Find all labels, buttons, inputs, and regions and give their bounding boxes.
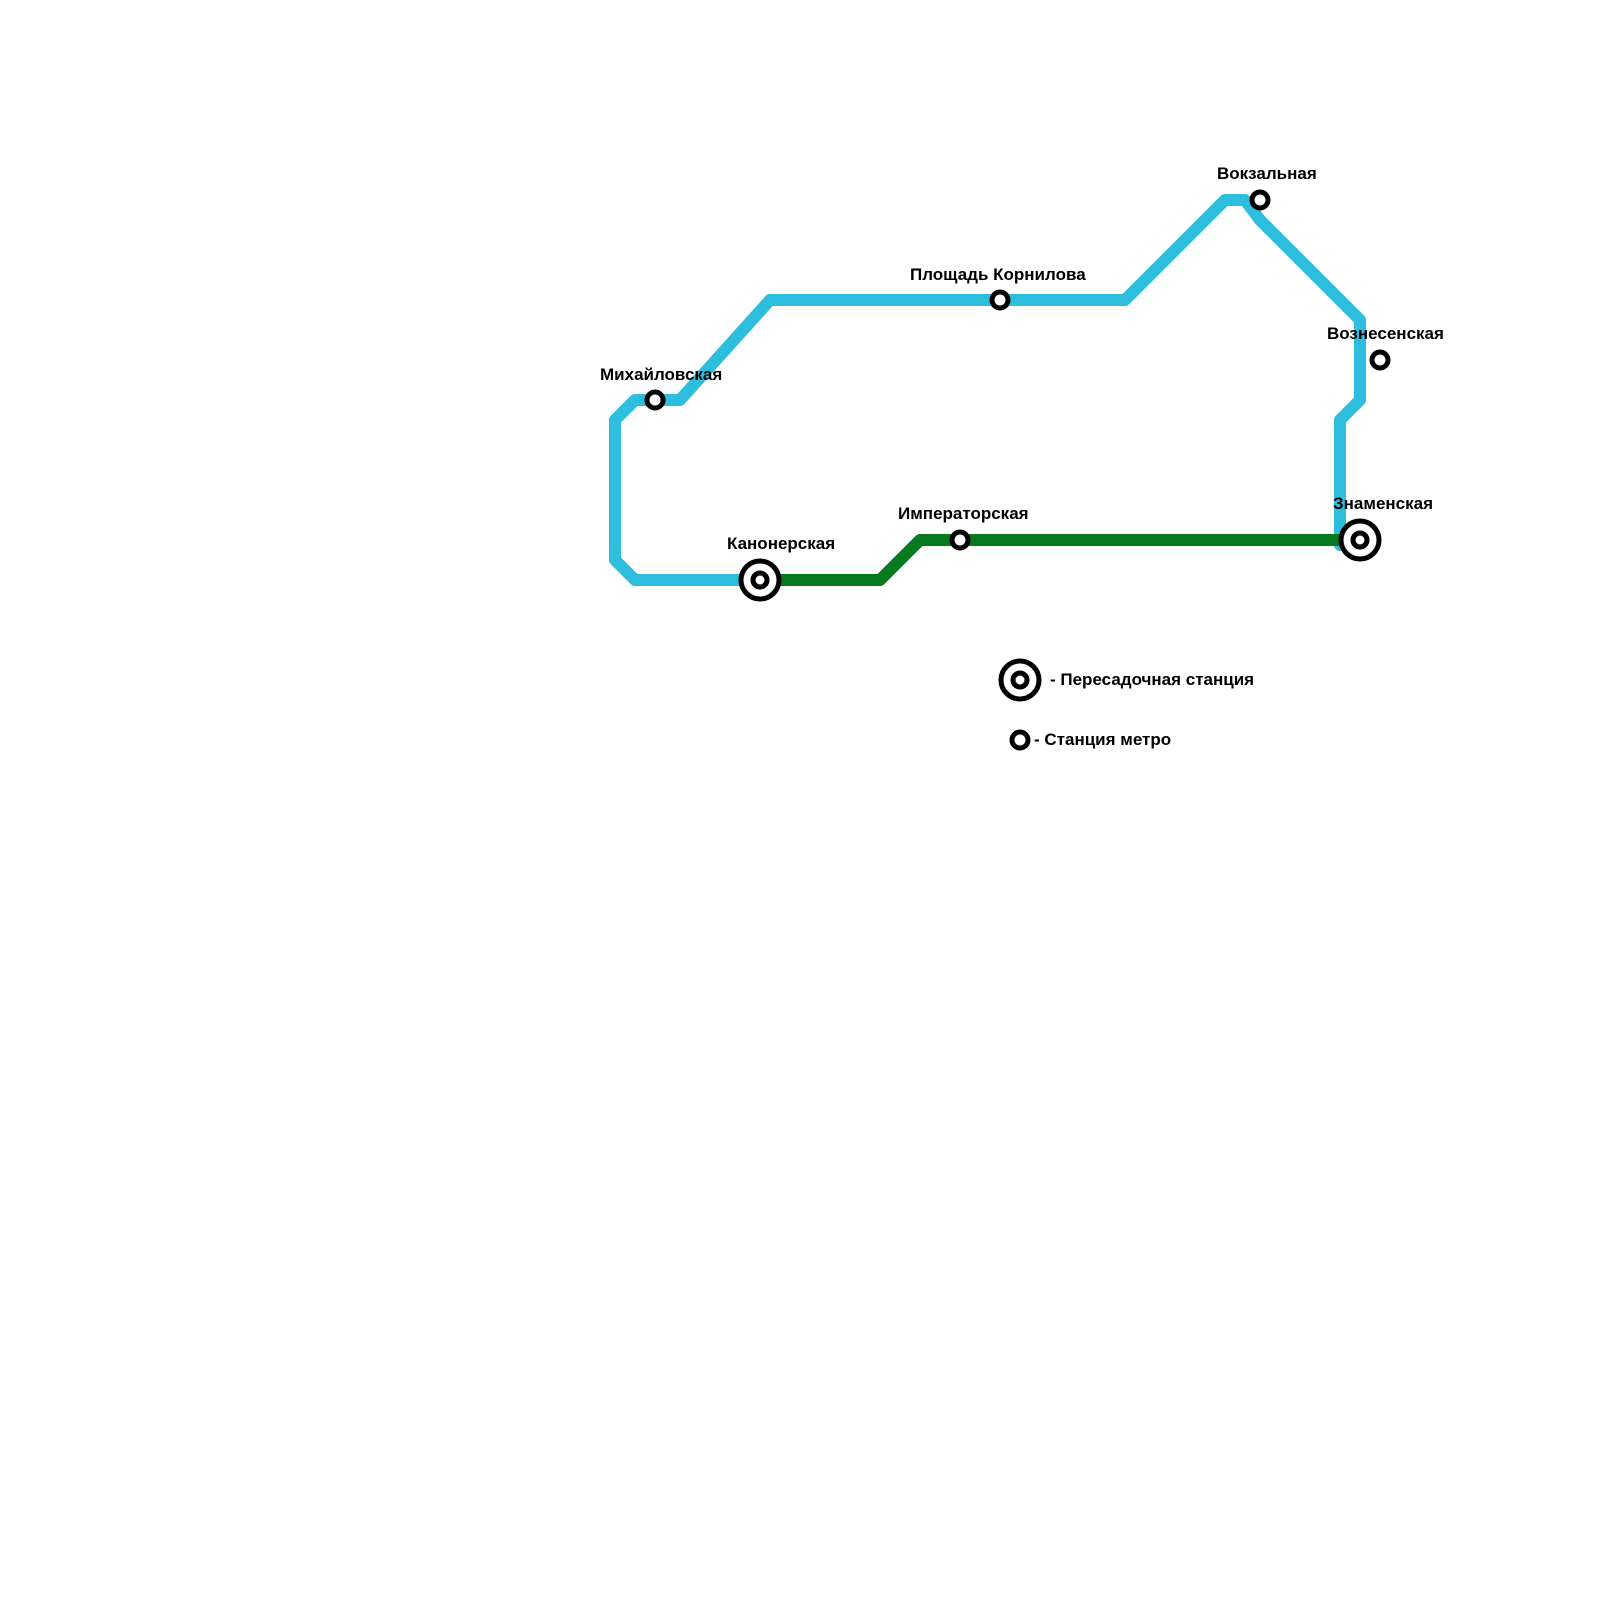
legend-station-label: - Станция метро: [1034, 730, 1171, 749]
station-marker[interactable]: [1249, 189, 1271, 211]
station-imperatorskaya[interactable]: Императорская: [898, 504, 1029, 551]
blue-line[interactable]: [609, 194, 1366, 586]
station-ploshchad-kornilova[interactable]: Площадь Корнилова: [910, 265, 1086, 311]
legend-transfer: - Пересадочная станция: [998, 658, 1254, 702]
station-znamenskaya[interactable]: Знаменская: [1333, 494, 1433, 562]
station-label: Площадь Корнилова: [910, 265, 1086, 284]
transfer-icon-inner: [1010, 670, 1030, 690]
station-marker[interactable]: [644, 389, 666, 411]
station-label: Михайловская: [600, 365, 722, 384]
station-vokzalnaya[interactable]: Вокзальная: [1217, 164, 1317, 211]
transfer-marker-inner: [750, 570, 770, 590]
legend-station: - Станция метро: [1009, 729, 1171, 751]
station-marker[interactable]: [989, 289, 1011, 311]
station-marker[interactable]: [949, 529, 971, 551]
station-marker[interactable]: [1369, 349, 1391, 371]
transfer-marker-inner: [1350, 530, 1370, 550]
station-label: Императорская: [898, 504, 1029, 523]
station-kanonerskaya[interactable]: Канонерская: [727, 534, 835, 602]
green-line[interactable]: [754, 534, 1346, 586]
station-mikhailovskaya[interactable]: Михайловская: [600, 365, 722, 411]
legend: - Пересадочная станция - Станция метро: [998, 658, 1254, 751]
station-icon: [1009, 729, 1031, 751]
station-label: Канонерская: [727, 534, 835, 553]
station-voznesenskaya[interactable]: Вознесенская: [1327, 324, 1444, 371]
station-label: Знаменская: [1333, 494, 1433, 513]
station-label: Вокзальная: [1217, 164, 1317, 183]
station-label: Вознесенская: [1327, 324, 1444, 343]
legend-transfer-label: - Пересадочная станция: [1050, 670, 1254, 689]
